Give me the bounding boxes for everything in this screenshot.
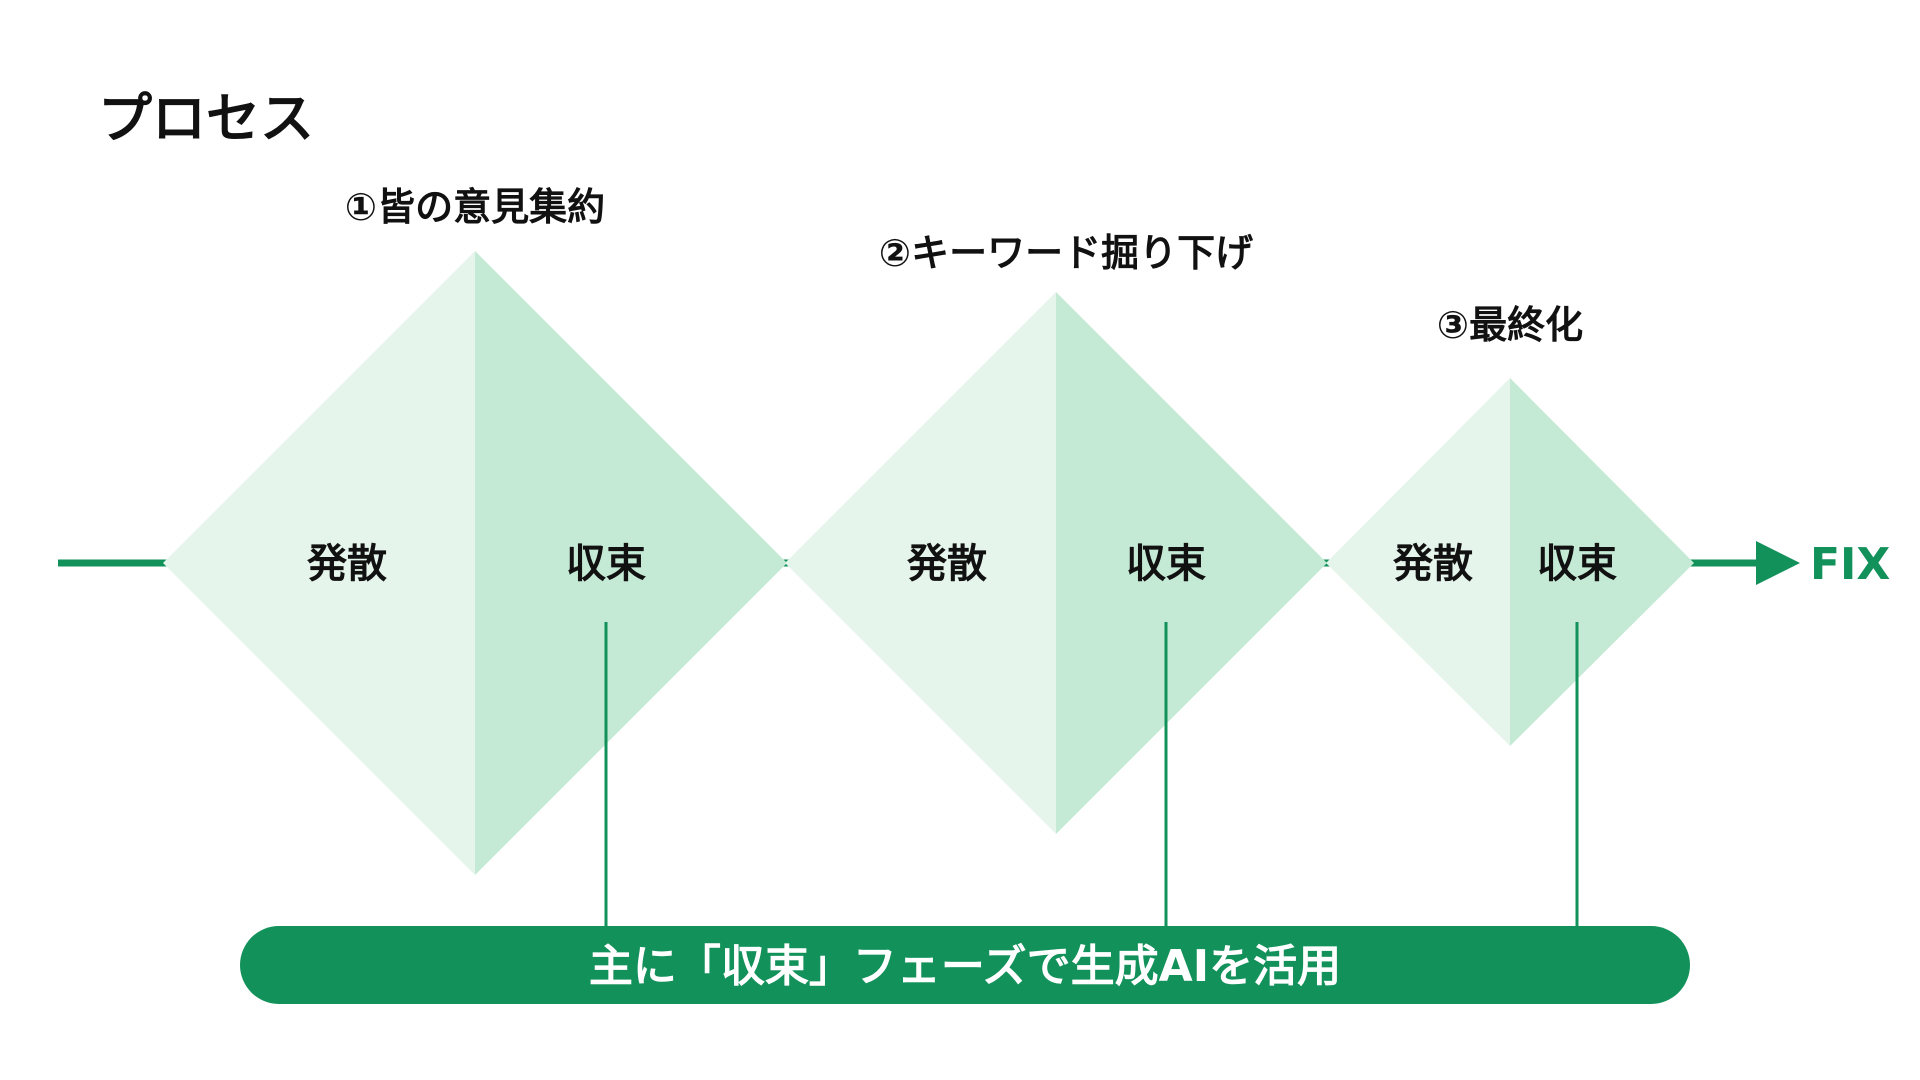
ai-usage-banner	[240, 926, 1690, 1004]
stage-2-diamond	[785, 292, 1327, 834]
end-label: FIX	[1810, 539, 1890, 590]
stage-1-label: ①皆の意見集約	[345, 185, 605, 229]
page-title: プロセス	[98, 87, 314, 150]
ai-usage-banner-text: 主に「収束」フェーズで生成AIを活用	[589, 941, 1341, 992]
stage-2-diverge-half	[785, 292, 1056, 834]
stage-1-diverge-half	[163, 251, 475, 875]
stage-2-label: ②キーワード掘り下げ	[879, 231, 1253, 275]
stage-3-converge-half	[1510, 378, 1694, 746]
stage-1-converge-half	[475, 251, 787, 875]
stage-1-converge-label: 収束	[566, 541, 646, 587]
stage-3-diverge-label: 発散	[1393, 541, 1473, 587]
stage-3-diamond	[1326, 378, 1694, 746]
stage-2-converge-half	[1056, 292, 1327, 834]
stage-2-diverge-label: 発散	[907, 541, 987, 587]
stage-1-diamond	[163, 251, 787, 875]
stage-3-converge-label: 収束	[1537, 541, 1617, 587]
stage-3-label: ③最終化	[1437, 303, 1583, 347]
stage-3-diverge-half	[1326, 378, 1510, 746]
stage-1-diverge-label: 発散	[307, 541, 387, 587]
stage-2-converge-label: 収束	[1126, 541, 1206, 587]
arrow-right-icon	[1756, 541, 1800, 585]
